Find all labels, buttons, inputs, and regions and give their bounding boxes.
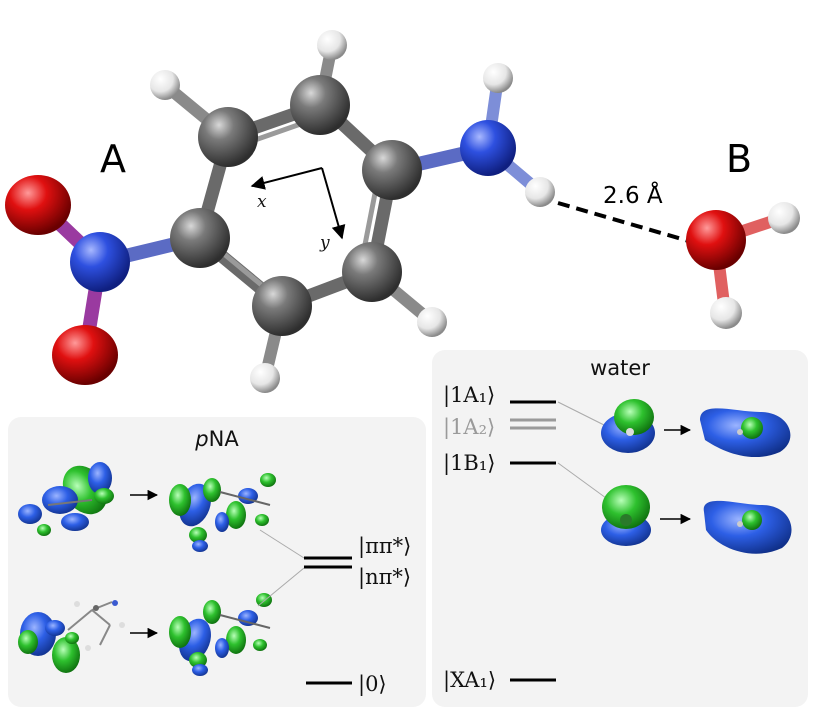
- water-oxygen-atom: [686, 210, 746, 270]
- orbital-n: [18, 600, 125, 673]
- label-b: B: [726, 137, 752, 181]
- water-panel-title: water: [590, 356, 650, 380]
- hydrogen-atom: [525, 177, 555, 207]
- water-orbital-1a1-donor: [601, 399, 655, 453]
- axis-y-label: y: [319, 233, 330, 253]
- carbon-atom: [170, 208, 230, 268]
- label-1a1: |1A₁⟩: [443, 383, 495, 408]
- nitro-nitrogen-atom: [70, 232, 130, 292]
- water-orbital-1b1-donor: [601, 485, 651, 546]
- pna-molecule: x y A B 2.6 Å: [5, 30, 800, 393]
- orbital-pi-occupied: [18, 462, 114, 536]
- carbon-atom: [362, 140, 422, 200]
- connector-line: [557, 462, 607, 499]
- bonds: [33, 39, 788, 384]
- hydrogen-atom: [150, 70, 180, 100]
- pna-panel: pNA: [8, 417, 426, 707]
- carbon-atom: [342, 242, 402, 302]
- water-orbital-1b1-acceptor: [703, 500, 792, 554]
- carbon-atom: [290, 75, 350, 135]
- orbital-pi-star-2: [169, 593, 272, 676]
- hydrogen-atom: [417, 307, 447, 337]
- connector-line: [557, 401, 607, 427]
- connector-line: [259, 529, 305, 559]
- label-1a2: |1A₂⟩: [443, 415, 495, 440]
- label-a: A: [100, 137, 126, 181]
- atoms: [5, 30, 800, 393]
- oxygen-atom: [5, 175, 71, 235]
- oxygen-atom: [52, 325, 118, 385]
- amine-nitrogen-atom: [460, 120, 516, 176]
- connector-line: [257, 567, 305, 607]
- carbon-atom: [198, 107, 258, 167]
- water-hydrogen-atom: [768, 202, 800, 234]
- hydrogen-atom: [483, 63, 513, 93]
- label-xa1: |XA₁⟩: [443, 668, 496, 693]
- label-npi-star: |nπ*⟩: [358, 565, 411, 590]
- label-ground-pna: |0⟩: [358, 672, 387, 697]
- hydrogen-atom: [250, 363, 280, 393]
- hydrogen-atom: [317, 30, 347, 60]
- hydrogen-bond-line: [557, 201, 693, 244]
- axis-x-label: x: [257, 192, 267, 212]
- label-pipi-star: |ππ*⟩: [358, 534, 411, 559]
- pna-panel-title: pNA: [194, 427, 239, 451]
- label-1b1: |1B₁⟩: [443, 451, 495, 476]
- distance-label: 2.6 Å: [603, 181, 663, 209]
- water-hydrogen-atom: [710, 297, 742, 329]
- carbon-atom: [252, 276, 312, 336]
- water-panel: water |1A₁⟩ |1A₂⟩ |1B₁⟩ |XA₁⟩: [432, 350, 808, 707]
- orbital-pi-star: [169, 473, 276, 552]
- pna-title-rest: NA: [209, 427, 240, 451]
- water-orbital-1a1-acceptor: [700, 408, 791, 458]
- pna-title-italic: p: [194, 427, 208, 451]
- coordinate-axes: x y: [250, 167, 346, 253]
